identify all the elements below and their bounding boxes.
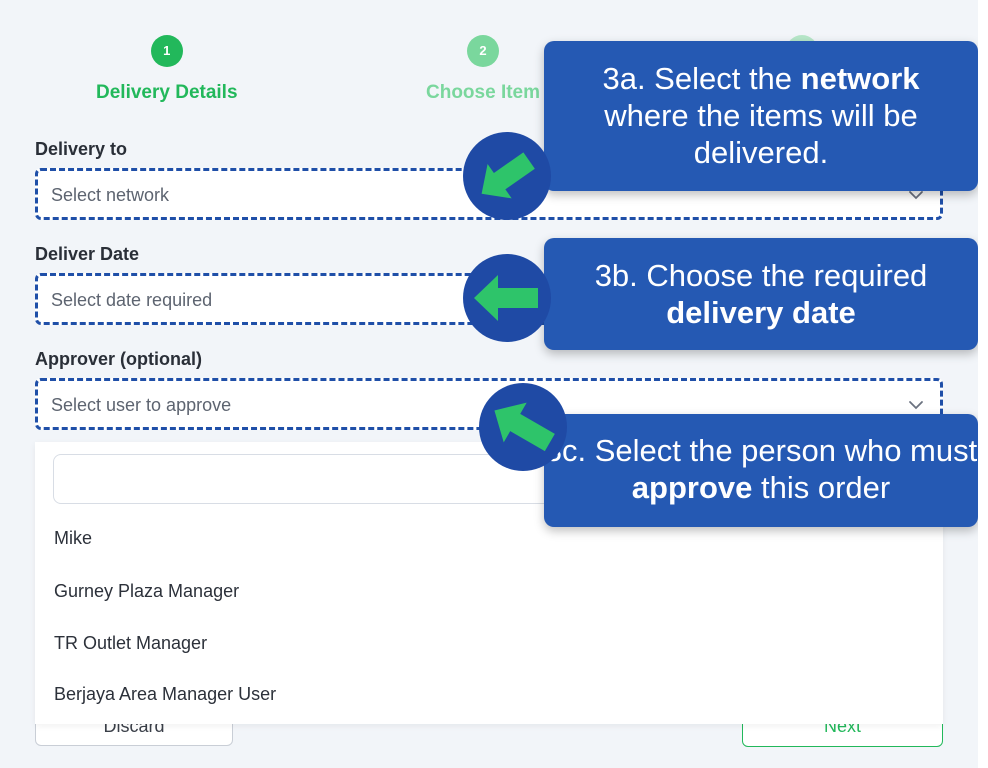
callout-bold: delivery date [666, 295, 856, 330]
step-delivery-details[interactable]: 1 Delivery Details [96, 35, 238, 104]
step-number: 1 [150, 35, 183, 67]
list-item[interactable]: TR Outlet Manager [54, 633, 208, 653]
chevron-down-icon [909, 191, 923, 200]
list-item[interactable]: Berjaya Area Manager User [54, 684, 277, 704]
callout-delivery-date: 3b. Choose the required delivery date [544, 238, 978, 350]
approver-placeholder: Select user to approve [51, 395, 232, 415]
callout-text: 3c. Select the person who must [544, 433, 978, 468]
arrow-icon [463, 132, 551, 220]
callout-text: this order [752, 470, 891, 505]
right-gutter [978, 0, 988, 768]
deliver-date-placeholder: Select date required [51, 290, 213, 310]
callout-network: 3a. Select the network where the items w… [544, 41, 978, 191]
callout-approver: 3c. Select the person who must approve t… [544, 414, 978, 527]
approver-label: Approver (optional) [35, 349, 202, 369]
list-item[interactable]: Gurney Plaza Manager [54, 581, 240, 601]
delivery-to-placeholder: Select network [51, 185, 170, 205]
step-label: Delivery Details [96, 82, 238, 103]
step-label: Choose Item [426, 82, 541, 103]
arrow-icon [463, 254, 551, 342]
delivery-to-label: Delivery to [35, 139, 128, 159]
step-number: 2 [467, 35, 500, 67]
callout-bold: network [800, 61, 920, 96]
callout-bold: approve [631, 470, 753, 505]
callout-text: 3a. Select the [602, 61, 801, 96]
list-item[interactable]: Mike [54, 528, 93, 548]
deliver-date-label: Deliver Date [35, 244, 140, 264]
callout-text: 3b. Choose the required [594, 258, 928, 293]
callout-text: where the items will be delivered. [604, 98, 918, 170]
step-choose-item[interactable]: 2 Choose Item [426, 35, 540, 104]
arrow-icon [479, 383, 567, 471]
chevron-down-icon [909, 401, 923, 410]
